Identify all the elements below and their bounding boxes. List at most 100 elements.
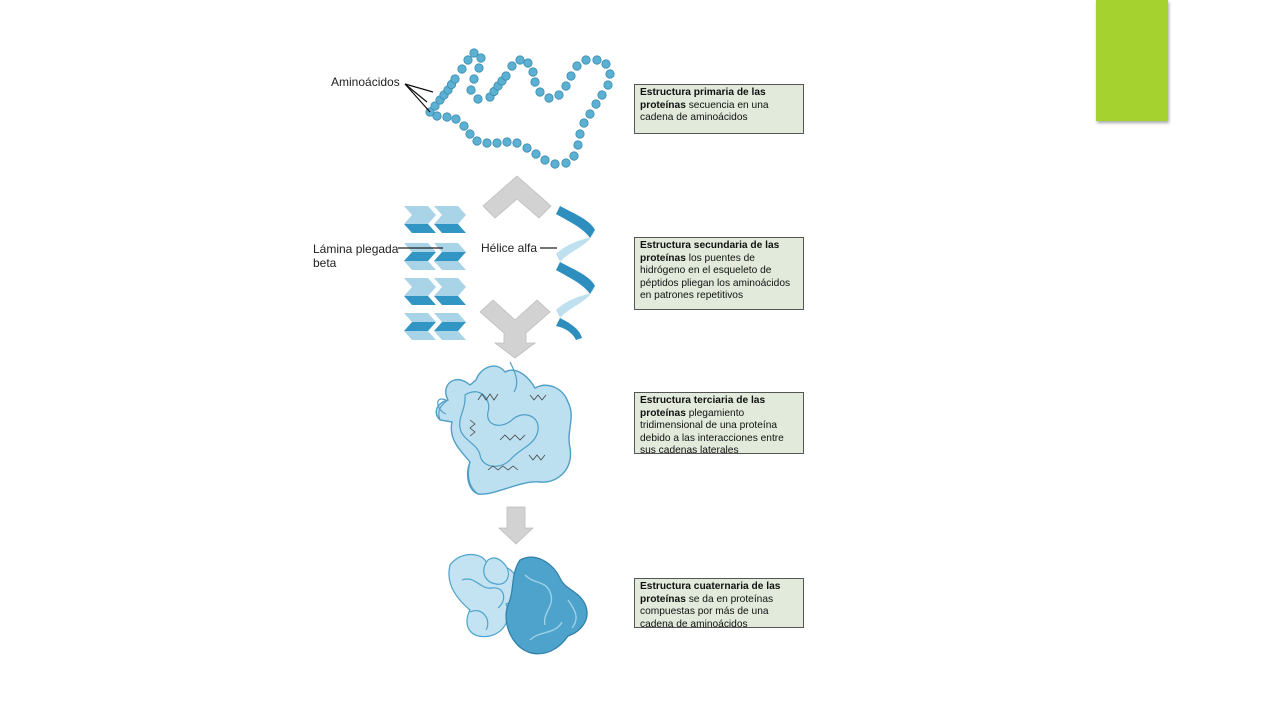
beta-sheet-label-line1: Lámina plegada — [313, 242, 399, 256]
amino-acid-bead — [465, 129, 475, 139]
amino-acid-bead — [463, 55, 473, 65]
helix-turn — [556, 286, 595, 318]
amino-acid-bead — [550, 159, 560, 169]
beta-strand-segment — [404, 296, 436, 305]
amino-acid-bead — [575, 129, 585, 139]
amino-acid-bead — [561, 81, 571, 91]
amino-acid-bead — [569, 151, 579, 161]
quaternary-structure-box: Estructura cuaternaria de las proteínas … — [634, 578, 804, 628]
beta-strand-segment — [404, 313, 436, 322]
amino-acid-bead — [450, 74, 460, 84]
beta-strand-segment — [404, 261, 436, 270]
amino-acid-bead — [561, 158, 571, 168]
beta-strand-segment — [404, 215, 436, 224]
amino-acid-bead — [531, 149, 541, 159]
amino-acid-chain — [425, 48, 615, 169]
primary-structure-title: Estructura primaria de las proteínas — [640, 87, 766, 111]
beta-strand-segment — [434, 206, 466, 215]
amino-acid-bead — [507, 61, 517, 71]
beta-strand-segment — [434, 224, 466, 233]
pointer-line — [404, 83, 431, 113]
aminoacid-pointer-lines — [404, 83, 434, 113]
amino-acid-bead — [473, 94, 483, 104]
beta-strand-segment — [434, 322, 466, 331]
amino-acid-bead — [442, 112, 452, 122]
amino-acid-bead — [528, 67, 538, 77]
amino-acid-bead — [592, 55, 602, 65]
amino-acid-bead — [451, 114, 461, 124]
tertiary-structure — [435, 361, 572, 495]
beta-strand-segment — [404, 278, 436, 287]
tertiary-structure-title: Estructura terciaria de las proteínas — [640, 395, 766, 419]
amino-acid-bead — [492, 138, 502, 148]
amino-acid-bead — [530, 77, 540, 87]
amino-acid-bead — [603, 80, 613, 90]
amino-acid-bead — [522, 143, 532, 153]
amino-acid-bead — [597, 90, 607, 100]
beta-strand-segment — [434, 215, 466, 224]
beta-strand-segment — [434, 243, 466, 252]
beta-strand-segment — [434, 296, 466, 305]
quaternary-structure — [448, 554, 588, 655]
amino-acid-bead — [459, 121, 469, 131]
pointer-line — [404, 83, 428, 103]
amino-acid-bead — [605, 69, 615, 79]
alpha-helix-label: Hélice alfa — [481, 241, 538, 255]
amino-acid-bead — [572, 61, 582, 71]
amino-acid-bead — [512, 138, 522, 148]
helix-turn — [556, 230, 595, 262]
primary-structure-box: Estructura primaria de las proteínas sec… — [634, 84, 804, 134]
beta-strand-segment — [434, 252, 466, 261]
amino-acid-bead — [581, 55, 591, 65]
beta-strand-segment — [434, 261, 466, 270]
beta-strand-segment — [404, 206, 436, 215]
secondary-structure-box: Estructura secundaria de las proteínas l… — [634, 237, 804, 310]
beta-strand-segment — [404, 287, 436, 296]
amino-acid-bead — [515, 55, 525, 65]
beta-pleated-sheet — [404, 206, 466, 340]
down-arrow — [497, 506, 535, 545]
beta-strand-segment — [404, 322, 436, 331]
amino-acid-bead — [474, 63, 484, 73]
pointer-line — [404, 83, 434, 93]
amino-acid-bead — [523, 58, 533, 68]
merge-arrow — [479, 299, 551, 359]
amino-acid-bead — [502, 137, 512, 147]
beta-sheet-label: Lámina plegada beta — [313, 242, 398, 270]
amino-acid-bead — [482, 138, 492, 148]
accent-tab — [1096, 0, 1168, 121]
amino-acid-bead — [554, 90, 564, 100]
beta-strand-segment — [434, 313, 466, 322]
amino-acid-bead — [566, 71, 576, 81]
alpha-helix — [556, 206, 595, 340]
beta-strand-segment — [404, 331, 436, 340]
quaternary-structure-title: Estructura cuaternaria de las proteínas — [640, 581, 781, 605]
helix-turn — [556, 318, 582, 340]
amino-acid-bead — [585, 109, 595, 119]
amino-acid-bead — [469, 48, 479, 58]
beta-strand-segment — [434, 287, 466, 296]
amino-acid-bead — [544, 93, 554, 103]
beta-strand-segment — [404, 224, 436, 233]
tertiary-structure-text: plegamiento tridimensional de una proteí… — [640, 407, 784, 454]
secondary-structure-text: los puentes de hidrógeno en el esqueleto… — [640, 252, 791, 302]
helix-turn — [556, 262, 595, 294]
amino-acid-bead — [573, 140, 583, 150]
split-arrow — [482, 175, 552, 219]
amino-acid-bead — [540, 155, 550, 165]
tertiary-structure-box: Estructura terciaria de las proteínas pl… — [634, 392, 804, 454]
quaternary-structure-text: se da en proteínas compuestas por más de… — [640, 593, 774, 628]
beta-strand-segment — [434, 278, 466, 287]
beta-strand-segment — [404, 252, 436, 261]
beta-sheet-label-line2: beta — [313, 256, 337, 270]
amino-acid-bead — [472, 136, 482, 146]
aminoacids-label: Aminoácidos — [331, 75, 400, 89]
amino-acid-bead — [535, 87, 545, 97]
amino-acid-bead — [430, 101, 440, 111]
amino-acid-bead — [579, 118, 589, 128]
secondary-structure-title: Estructura secundaria de las proteínas — [640, 240, 780, 264]
amino-acid-bead — [476, 53, 486, 63]
amino-acid-bead — [469, 74, 479, 84]
primary-structure-text: secuencia en una cadena de aminoácidos — [640, 99, 769, 124]
